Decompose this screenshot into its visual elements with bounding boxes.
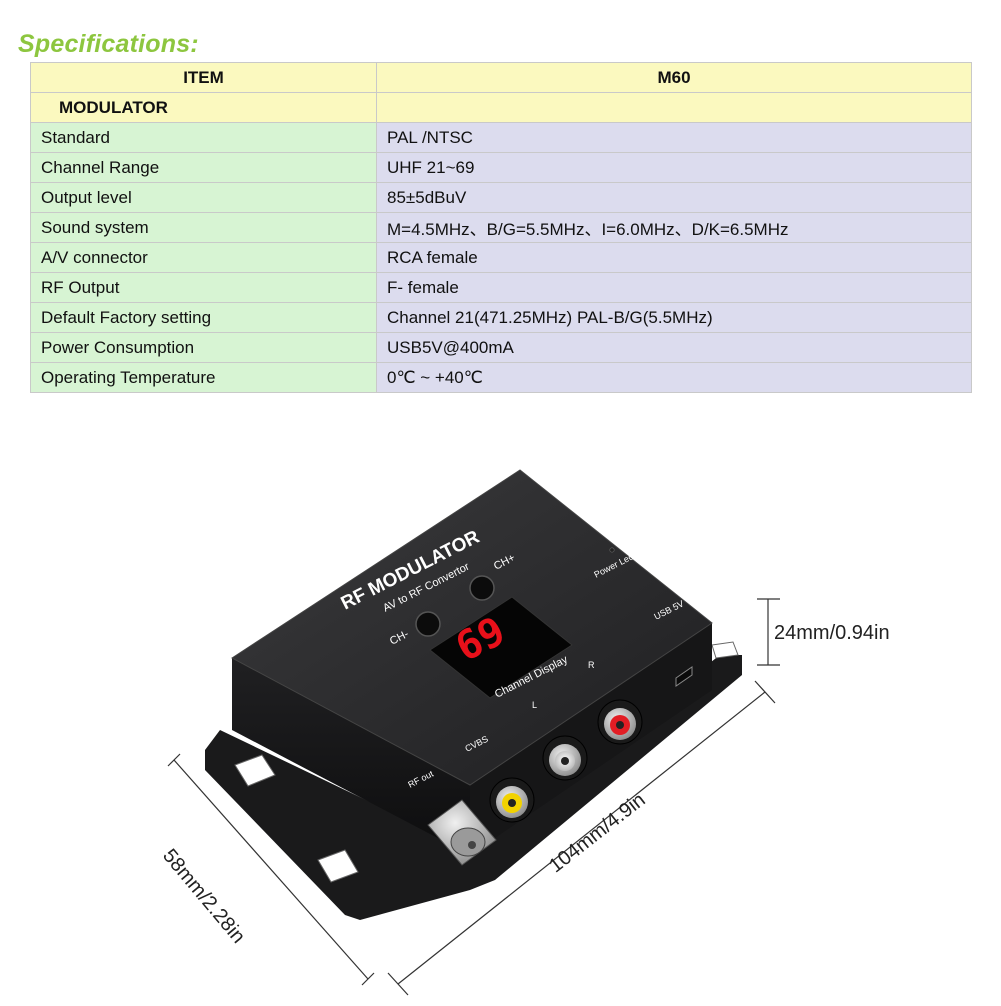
section-label: MODULATOR [30, 92, 377, 123]
flange-slot-left [234, 754, 276, 787]
spec-key: Default Factory setting [30, 302, 377, 333]
length-dimension-line [387, 680, 776, 996]
ch-minus-button[interactable] [415, 611, 441, 637]
spec-value: PAL /NTSC [376, 122, 972, 153]
spec-key: RF Output [30, 272, 377, 303]
spec-value: RCA female [376, 242, 972, 273]
flange-slot-right [711, 641, 739, 659]
spec-key: Power Consumption [30, 332, 377, 363]
spec-key: Operating Temperature [30, 362, 377, 393]
audio-left-label: L [532, 700, 537, 710]
spec-value: M=4.5MHz、B/G=5.5MHz、I=6.0MHz、D/K=6.5MHz [376, 212, 972, 243]
section-empty-cell [376, 92, 972, 123]
channel-display [429, 596, 573, 699]
spec-value: F- female [376, 272, 972, 303]
header-item: ITEM [30, 62, 377, 93]
spec-key: Standard [30, 122, 377, 153]
device-front-face [232, 658, 470, 855]
device-svg: RF MODULATOR AV to RF Convertor CH+ CH- … [167, 469, 780, 996]
page-title: Specifications: [18, 30, 199, 58]
ch-plus-button[interactable] [469, 575, 495, 601]
spec-value: Channel 21(471.25MHz) PAL-B/G(5.5MHz) [376, 302, 972, 333]
spec-key: Channel Range [30, 152, 377, 183]
rf-out-connector[interactable] [427, 799, 497, 866]
cvbs-rca-connector[interactable] [489, 777, 535, 823]
audio-left-rca-connector[interactable] [542, 735, 588, 781]
spec-value: USB5V@400mA [376, 332, 972, 363]
device-illustration: RF MODULATOR AV to RF Convertor CH+ CH- … [0, 440, 1001, 1001]
spec-key: Output level [30, 182, 377, 213]
spec-value: UHF 21~69 [376, 152, 972, 183]
height-dimension-line [757, 598, 780, 666]
audio-right-rca-connector[interactable] [597, 699, 643, 745]
spec-key: A/V connector [30, 242, 377, 273]
header-model: M60 [376, 62, 972, 93]
usb-port[interactable] [675, 666, 693, 687]
flange-slot-bottom [317, 849, 359, 883]
spec-key: Sound system [30, 212, 377, 243]
audio-right-label: R [588, 660, 595, 670]
height-dimension-label: 24mm/0.94in [774, 622, 890, 644]
table-header-row: ITEM M60 [30, 62, 972, 93]
spec-value: 85±5dBuV [376, 182, 972, 213]
spec-value: 0℃ ~ +40℃ [376, 362, 972, 393]
section-row: MODULATOR [30, 92, 972, 123]
power-led [609, 547, 615, 553]
width-dimension-line [167, 753, 375, 986]
